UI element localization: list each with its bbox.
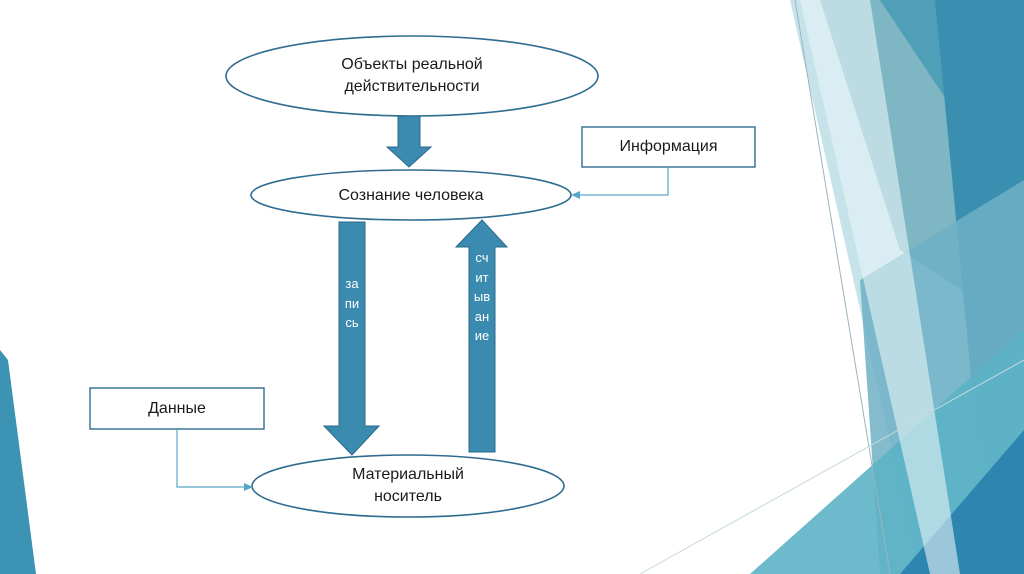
connector-information bbox=[571, 167, 669, 199]
node-data-shape bbox=[89, 387, 265, 430]
node-information-label: Информация bbox=[619, 138, 718, 155]
arrow-write-label: запись bbox=[344, 276, 360, 330]
node-medium-label: Материальный носитель bbox=[352, 466, 464, 505]
node-information-shape bbox=[581, 126, 756, 168]
arrow-write bbox=[322, 221, 381, 456]
connector-data bbox=[176, 429, 253, 491]
decor-left bbox=[0, 350, 36, 574]
node-medium-shape bbox=[251, 454, 565, 518]
node-objects-label: Объекты реальной действительности bbox=[341, 56, 483, 95]
arrow-read-label: считывание bbox=[473, 250, 491, 343]
arrow-read bbox=[454, 219, 509, 453]
arrow-objects-to-consciousness bbox=[385, 115, 433, 168]
node-consciousness-label: Сознание человека bbox=[338, 187, 484, 204]
decor-right bbox=[639, 0, 1024, 574]
node-data-label: Данные bbox=[148, 399, 206, 417]
